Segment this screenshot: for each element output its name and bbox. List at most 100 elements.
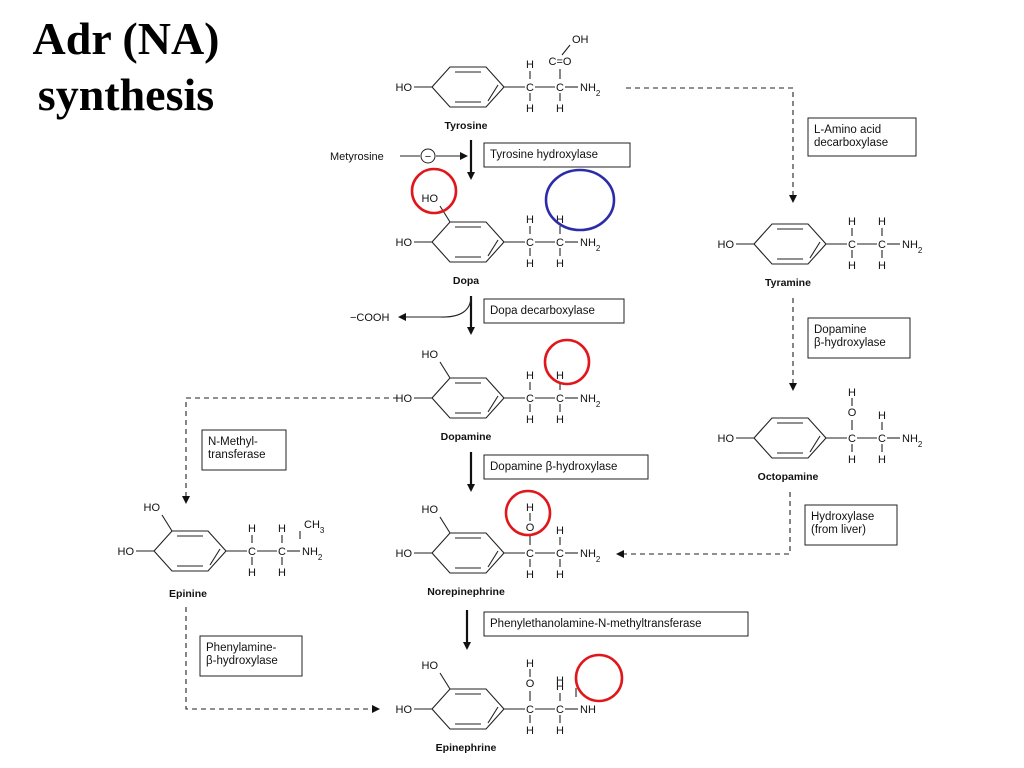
ring-outline xyxy=(431,688,505,730)
enzyme-phenylamine-b-hydroxylase-label: β-hydroxylase xyxy=(206,655,278,667)
ho-label: HO xyxy=(422,193,439,205)
arrow-head xyxy=(789,383,797,391)
ring-double-bond xyxy=(809,435,821,453)
highlight-dopa-hydroxyl xyxy=(410,167,458,215)
ring-outline xyxy=(431,532,505,574)
ho-label: HO xyxy=(396,82,413,94)
arrow-head xyxy=(182,496,190,504)
path-epinine-to-epinephrine xyxy=(185,607,372,710)
arrow-head xyxy=(398,313,406,321)
hydrogen-label: H xyxy=(878,260,886,272)
minus-sign: − xyxy=(425,151,431,163)
amine-label: NH2 xyxy=(302,546,323,562)
hydrogen-label: H xyxy=(248,523,256,535)
metyrosine-inhibitor: Metyrosine− xyxy=(330,148,468,164)
ho-label: HO xyxy=(118,546,135,558)
hydrogen-label: H xyxy=(848,454,856,466)
hydrogen-label: H xyxy=(848,260,856,272)
enzyme-tyrosine-hydroxylase: Tyrosine hydroxylase xyxy=(483,142,631,168)
hydrogen-label: H xyxy=(556,370,564,382)
hydrogen-label: H xyxy=(556,725,564,737)
cooh-arrow xyxy=(404,295,472,318)
carbon-label: C xyxy=(556,548,564,560)
benzene-ring: HO HO xyxy=(396,193,505,263)
hydrogen-label: H xyxy=(878,216,886,228)
enzyme-n-methyltransferase-frame xyxy=(201,429,287,471)
hydrogen-label: H xyxy=(278,523,286,535)
octopamine-label: Octopamine xyxy=(758,471,819,483)
enzyme-dopa-decarboxylase: Dopa decarboxylase xyxy=(483,298,625,324)
enzyme-hydroxylase-liver: Hydroxylase(from liver) xyxy=(804,504,898,546)
benzene-ring: HO HO xyxy=(118,502,227,572)
enzyme-dopamine-b-hydroxylase-frame xyxy=(483,454,649,480)
epinephrine-label: Epinephrine xyxy=(436,742,497,754)
enzyme-dopa-decarboxylase-frame xyxy=(483,298,625,324)
arrow-head xyxy=(460,152,468,160)
enzyme-tyrosine-hydroxylase-label: Tyrosine hydroxylase xyxy=(490,149,598,161)
hydrogen-label: H xyxy=(526,658,534,670)
benzene-ring: HO xyxy=(718,417,827,459)
highlight-norepinephrine-hydroxyl xyxy=(504,489,552,537)
carbon-label: C xyxy=(848,433,856,445)
inhibition-symbol xyxy=(420,148,436,164)
ring-double-bond xyxy=(487,706,499,724)
ho-label: HO xyxy=(396,548,413,560)
hydrogen-label: H xyxy=(526,103,534,115)
methyl-label: CH3 xyxy=(304,519,325,535)
chain-bond xyxy=(561,44,571,56)
ring-outline xyxy=(153,530,227,572)
hydrogen-label: H xyxy=(526,414,534,426)
amine-label: NH2 xyxy=(580,82,601,98)
tyramine-label: Tyramine xyxy=(765,277,811,289)
hydrogen-label: H xyxy=(248,567,256,579)
carbon-label: C xyxy=(526,548,534,560)
path-octopamine-to-norepinephrine xyxy=(624,492,791,555)
benzene-ring: HO xyxy=(718,223,827,265)
arrow-head xyxy=(467,327,475,335)
enzyme-l-amino-acid-decarboxylase-label: L-Amino acid xyxy=(814,124,881,136)
hydrogen-label: H xyxy=(878,454,886,466)
tyrosine-label: Tyrosine xyxy=(445,120,488,132)
enzyme-n-methyltransferase: N-Methyl-transferase xyxy=(201,429,287,471)
dopa-label: Dopa xyxy=(453,275,479,287)
path-dopamine-to-epinine xyxy=(185,397,398,497)
ho-label: HO xyxy=(144,502,161,514)
ho-label: HO xyxy=(718,239,735,251)
hydrogen-label: H xyxy=(556,214,564,226)
ho-label: HO xyxy=(718,433,735,445)
carbon-label: C xyxy=(878,433,886,445)
oxygen-label: O xyxy=(848,407,857,419)
enzyme-pnmt: Phenylethanolamine-N-methyltransferase xyxy=(483,611,749,637)
enzyme-phenylamine-b-hydroxylase-frame xyxy=(199,635,303,677)
highlight-dopamine-carbon xyxy=(543,338,591,386)
enzyme-dopamine-b-hydroxylase-side-frame xyxy=(807,317,911,359)
amine-label: NH2 xyxy=(580,393,601,409)
highlight-epinephrine-methyl xyxy=(574,653,624,703)
ho-bond xyxy=(161,514,173,532)
ho-label: HO xyxy=(422,660,439,672)
cooh-label: −COOH xyxy=(350,312,389,324)
ho-label: HO xyxy=(396,237,413,249)
enzyme-hydroxylase-liver-frame xyxy=(804,504,898,546)
arrow-head xyxy=(789,195,797,203)
oxygen-label: O xyxy=(526,522,535,534)
ring-double-bond xyxy=(487,239,499,257)
arrow-head xyxy=(372,705,380,713)
arrow-head xyxy=(463,642,471,650)
enzyme-l-amino-acid-decarboxylase-frame xyxy=(807,117,917,157)
